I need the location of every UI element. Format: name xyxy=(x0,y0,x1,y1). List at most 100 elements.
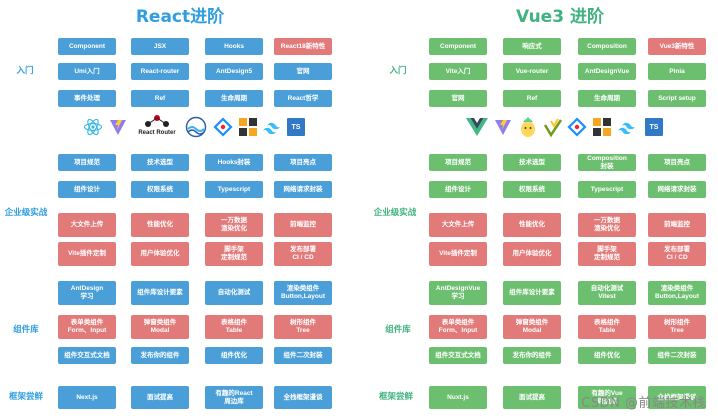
vue-node-1-2: AntDesignVue xyxy=(578,63,636,80)
vue-node-label: Pinia xyxy=(669,67,685,75)
react-node-8-2: 表格组件 Table xyxy=(205,315,263,339)
react-node-label: 网络请求封装 xyxy=(283,185,323,193)
react-node-label: 脚手架 定制规范 xyxy=(221,246,247,261)
react-node-label: 发布你的组件 xyxy=(140,351,180,359)
react-node-label: 组件库设计要素 xyxy=(137,289,183,296)
vue-node-label: 发布部署 CI / CD xyxy=(664,246,690,261)
vue-node-label: 权限系统 xyxy=(519,185,545,193)
vue-node-label: 生命周期 xyxy=(594,94,620,102)
react-node-label: React-router xyxy=(140,67,180,75)
vue-node-label: 自动化测试 Vitest xyxy=(590,285,624,300)
vue-node-label: Vue3新特性 xyxy=(659,42,695,50)
vue-node-label: 性能优化 xyxy=(519,221,545,228)
react-section-entry: 入门 xyxy=(16,65,34,75)
vue-node-label: Component xyxy=(439,42,477,50)
vue-node-label: Vue-router xyxy=(515,67,549,75)
react-node-label: Hooks xyxy=(224,42,244,50)
vue-typescript-label: TS xyxy=(649,123,659,131)
react-node-label: 组件交互式文档 xyxy=(64,351,110,359)
react-node-5-3: 前端监控 xyxy=(274,213,332,237)
react-node-label: 全栈框架漫谈 xyxy=(283,393,323,401)
react-node-1-1: React-router xyxy=(131,63,189,80)
react-node-4-2: Typescript xyxy=(205,181,263,198)
vue-node-label: 大文件上传 xyxy=(441,221,475,228)
vue-logo-icon xyxy=(466,117,488,137)
vue-node-label: 组件交互式文档 xyxy=(435,351,481,359)
vue-node-6-3: 发布部署 CI / CD xyxy=(648,242,706,266)
react-node-7-2: 自动化测试 xyxy=(205,281,263,305)
vue-node-label: 有趣的Vue 周边库 xyxy=(591,389,623,405)
react-node-4-1: 权限系统 xyxy=(131,181,189,198)
vue-node-7-1: 组件库设计要素 xyxy=(503,281,561,305)
react-node-label: 技术选型 xyxy=(147,158,173,166)
ant-design-vue-logo-icon xyxy=(567,117,587,137)
react-node-5-2: 一万数据 渲染优化 xyxy=(205,213,263,237)
react-node-label: Ref xyxy=(154,94,166,102)
react-node-label: 生命周期 xyxy=(221,94,247,102)
vue-node-8-1: 弹窗类组件 Modal xyxy=(503,315,561,339)
vue-node-label: 树形组件 Tree xyxy=(664,319,690,334)
styled-sass-logo-icon xyxy=(185,116,207,138)
vue-node-0-2: Composition xyxy=(578,38,636,55)
vue-node-5-2: 一万数据 渲染优化 xyxy=(578,213,636,237)
react-node-label: 组件二次封装 xyxy=(283,351,323,359)
vue-node-2-1: Ref xyxy=(503,90,561,107)
vue-node-label: Composition 封装 xyxy=(587,154,627,170)
vue-node-label: 组件设计 xyxy=(445,185,471,193)
vue-node-9-0: 组件交互式文档 xyxy=(429,347,487,364)
react-node-10-1: 面试提高 xyxy=(131,386,189,409)
react-node-6-2: 脚手架 定制规范 xyxy=(205,242,263,266)
react-node-label: JSX xyxy=(153,42,167,50)
react-node-label: 自动化测试 xyxy=(217,289,251,296)
react-node-label: 树形组件 Tree xyxy=(290,319,316,334)
vue-node-label: AntDesignVue xyxy=(584,67,630,75)
vue-node-4-3: 网络请求封装 xyxy=(648,181,706,198)
vue-node-10-0: Nuxt.js xyxy=(429,386,487,409)
vue-node-6-1: 用户体验优化 xyxy=(503,242,561,266)
vue-node-label: 响应式 xyxy=(522,42,542,50)
react-node-5-0: 大文件上传 xyxy=(58,213,116,237)
vue-node-label: Composition xyxy=(587,42,627,50)
vue-node-1-1: Vue-router xyxy=(503,63,561,80)
vue-node-label: Script setup xyxy=(658,94,696,102)
vue-node-label: Typescript xyxy=(590,185,624,193)
vue-node-label: Vite入门 xyxy=(445,67,471,75)
pinia-logo-icon xyxy=(518,116,538,138)
react-router-logo-icon xyxy=(134,113,180,129)
react-node-10-3: 全栈框架漫谈 xyxy=(274,386,332,409)
vue-node-label: 项目规范 xyxy=(445,158,471,166)
vitest-logo-icon xyxy=(543,117,563,137)
vue-typescript-logo-icon: TS xyxy=(645,118,663,136)
react-node-9-1: 发布你的组件 xyxy=(131,347,189,364)
react-node-6-0: Vite插件定制 xyxy=(58,242,116,266)
react-node-label: 前端监控 xyxy=(290,221,316,228)
vue-node-4-1: 权限系统 xyxy=(503,181,561,198)
react-node-label: 项目亮点 xyxy=(290,158,316,166)
react-node-3-1: 技术选型 xyxy=(131,154,189,171)
react-section-frameworks: 框架尝鲜 xyxy=(8,391,43,401)
vue-node-label: 弹窗类组件 Modal xyxy=(515,319,549,334)
react-section-components: 组件库 xyxy=(13,324,39,334)
react-node-1-2: AntDesign5 xyxy=(205,63,263,80)
vue-node-0-0: Component xyxy=(429,38,487,55)
react-node-label: 有趣的React 周边库 xyxy=(215,389,253,405)
vue-node-label: 技术选型 xyxy=(519,158,545,166)
vue-node-label: 项目亮点 xyxy=(664,158,690,166)
react-router-label: React Router xyxy=(138,130,176,136)
react-node-6-3: 发布部署 CI / CD xyxy=(274,242,332,266)
react-logo-icon xyxy=(83,117,103,137)
react-node-4-3: 网络请求封装 xyxy=(274,181,332,198)
vue-node-6-0: Vite插件定制 xyxy=(429,242,487,266)
react-node-3-2: Hooks封装 xyxy=(205,154,263,171)
vue-node-6-2: 脚手架 定制规范 xyxy=(578,242,636,266)
csdn-watermark: CSDN @前端技术栈 xyxy=(581,396,706,411)
vue-section-components: 组件库 xyxy=(385,324,411,334)
vue-node-label: 发布你的组件 xyxy=(512,351,552,359)
vue-node-9-3: 组件二次封装 xyxy=(648,347,706,364)
react-node-label: 用户体验优化 xyxy=(140,250,180,257)
vue-node-1-0: Vite入门 xyxy=(429,63,487,80)
react-node-0-0: Component xyxy=(58,38,116,55)
react-node-10-0: Next.js xyxy=(58,386,116,409)
react-node-label: React18新特性 xyxy=(280,42,326,50)
vue-node-0-3: Vue3新特性 xyxy=(648,38,706,55)
